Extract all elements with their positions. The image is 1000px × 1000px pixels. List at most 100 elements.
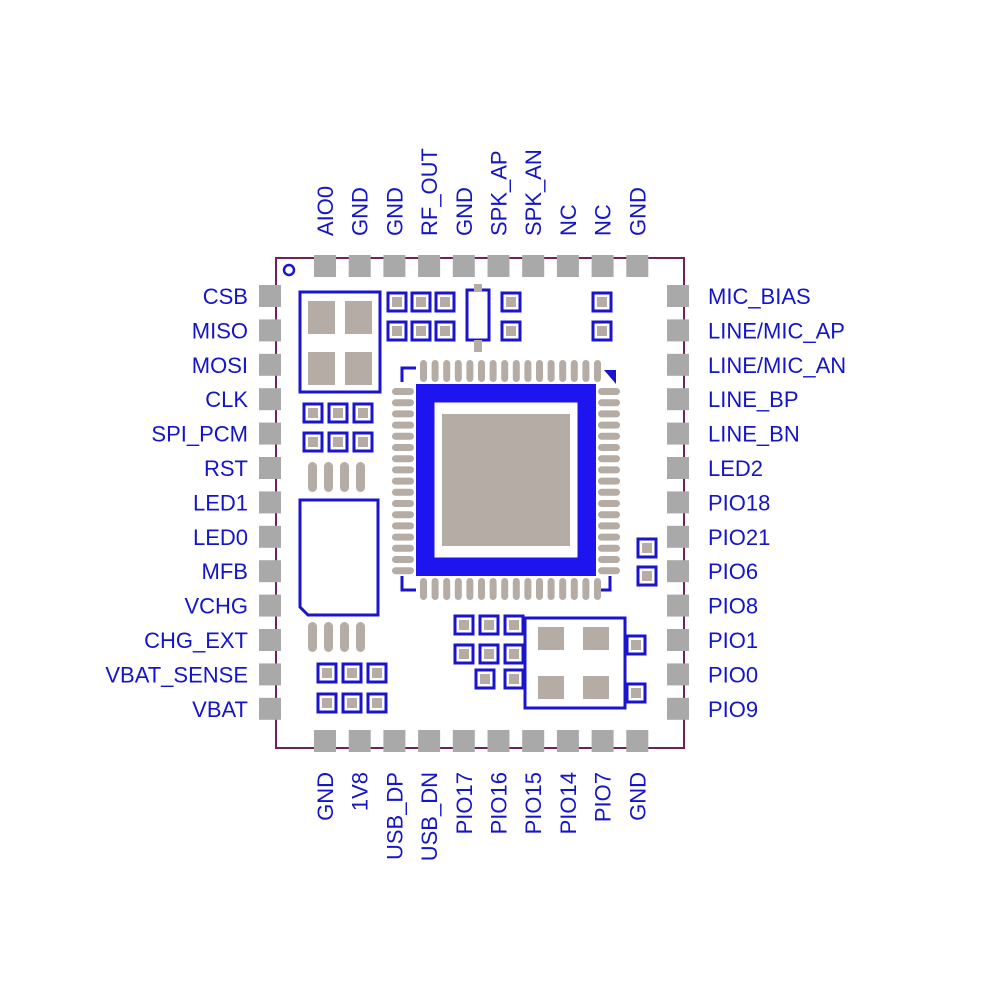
top-pad <box>626 255 649 277</box>
left-pad <box>259 353 281 376</box>
passive-pad <box>478 614 500 636</box>
passive-fill <box>459 620 469 630</box>
left-pin-label: VBAT <box>192 697 248 722</box>
right-pin-label: LINE_BP <box>708 387 799 412</box>
bottom-pad <box>383 730 406 752</box>
chip-pin <box>524 360 532 382</box>
passive-pad <box>352 431 374 453</box>
chip-pin <box>392 533 414 541</box>
right-pad <box>667 594 689 617</box>
passive-fill <box>372 698 382 708</box>
main-chip <box>392 360 620 600</box>
passive-fill <box>440 297 450 307</box>
chip-pin <box>570 360 578 382</box>
passive-pad <box>386 320 408 342</box>
left-pad <box>259 491 281 514</box>
passive-fill <box>506 297 516 307</box>
right-pad <box>667 629 689 651</box>
top-pad <box>452 255 475 277</box>
chip-pin <box>392 432 414 440</box>
passive-pad <box>474 668 496 690</box>
left-pin-label: SPI_PCM <box>151 422 248 447</box>
chip-pin <box>598 567 620 575</box>
bottom-pad <box>418 730 441 752</box>
passive-pad <box>386 291 408 313</box>
passive-pad <box>591 291 613 313</box>
passive-fill <box>372 668 382 678</box>
top-pin-label: RF_OUT <box>417 148 442 236</box>
chip-pin <box>443 578 451 600</box>
passive-fill <box>506 326 516 336</box>
chip-pin <box>598 533 620 541</box>
chip-pin <box>536 578 543 600</box>
passive-fill <box>333 408 343 418</box>
passive-fill <box>509 674 519 684</box>
chip-pin <box>392 444 414 451</box>
chip-pin <box>392 511 414 519</box>
top-pad <box>522 255 545 277</box>
top-pad <box>418 255 441 277</box>
passive-pad <box>500 291 522 313</box>
chip-pin <box>501 360 509 382</box>
bottom-pad <box>348 730 371 752</box>
bottom-pad <box>556 730 579 752</box>
oval-pad <box>324 462 333 492</box>
top-pin-label: GND <box>382 187 407 236</box>
chip-pin <box>392 421 414 429</box>
chip-pin <box>478 360 485 382</box>
chip-pin <box>547 360 555 382</box>
bottom-pad <box>452 730 475 752</box>
right-pad-row <box>667 285 689 720</box>
passive-fill <box>484 620 494 630</box>
top-pin-label: NC <box>556 204 581 236</box>
chip-pin <box>454 578 462 600</box>
passive-pad <box>302 431 324 453</box>
top-pin-label: AIO0 <box>313 186 338 236</box>
passive-pad <box>316 662 338 684</box>
passive-pad <box>478 643 500 665</box>
passive-pad <box>434 291 456 313</box>
chip-pin <box>559 578 567 600</box>
vertical-resistor <box>465 284 491 352</box>
right-pad <box>667 491 689 514</box>
top-pin-label: GND <box>625 187 650 236</box>
left-pin-label: MISO <box>192 318 248 343</box>
chip-pin <box>598 522 620 530</box>
pin-one-marker-icon <box>282 263 296 277</box>
passive-pad <box>453 643 475 665</box>
left-pin-label: LED0 <box>193 525 248 550</box>
right-pin-label: LINE_BN <box>708 422 800 447</box>
inductor-component <box>298 498 380 617</box>
chip-pin <box>570 578 578 600</box>
chip-pin <box>598 477 620 485</box>
chip-pin <box>392 466 414 474</box>
chip-pin <box>598 544 620 552</box>
passive-fill <box>358 408 368 418</box>
passive-fill <box>308 408 318 418</box>
bottom-pin-label: PIO16 <box>487 772 512 834</box>
passive-fill <box>642 571 652 581</box>
passive-pad <box>625 634 647 656</box>
chip-pin <box>454 360 462 382</box>
right-pin-label: LINE/MIC_AN <box>708 353 846 378</box>
right-pad <box>667 319 689 342</box>
bottom-pin-label: GND <box>313 772 338 821</box>
chip-pin <box>598 455 620 463</box>
passive-fill <box>440 326 450 336</box>
chip-pin <box>489 360 497 382</box>
passive-fill <box>392 326 402 336</box>
chip-pin <box>431 360 439 382</box>
chip-pin <box>559 360 567 382</box>
chip-pin <box>512 360 520 382</box>
passive-pad <box>453 614 475 636</box>
passive-fill <box>631 688 641 698</box>
chip-pin <box>443 360 451 382</box>
top-pad <box>591 255 614 277</box>
top-pin-label: SPK_AP <box>487 150 512 236</box>
chip-core <box>442 414 570 546</box>
chip-pin <box>524 578 532 600</box>
right-pin-label: MIC_BIAS <box>708 284 811 309</box>
left-pin-label: CLK <box>205 387 248 412</box>
chip-pin <box>466 360 474 382</box>
